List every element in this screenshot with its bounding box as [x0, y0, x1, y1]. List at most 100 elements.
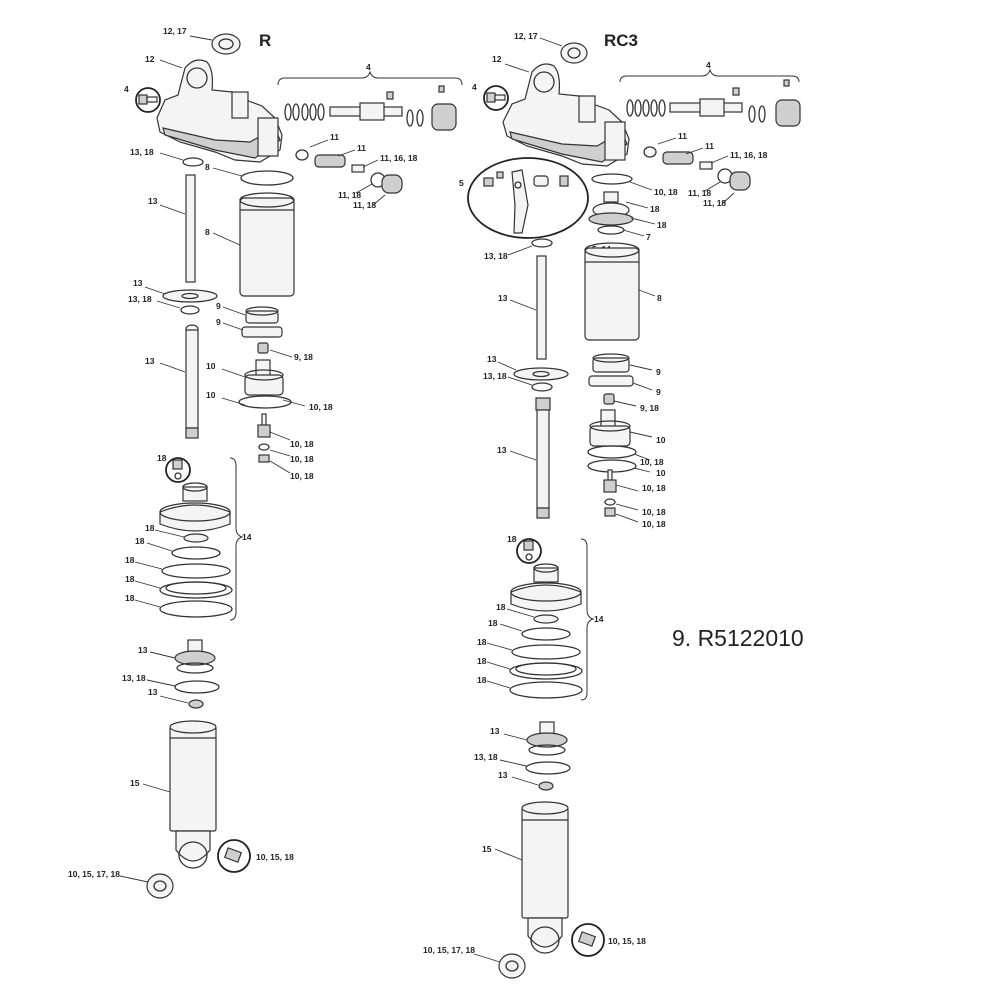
label-r-13-18a: 13, 18 — [484, 251, 508, 261]
ring-10-18-right — [587, 445, 637, 459]
seal-18-right-2 — [521, 627, 571, 641]
label-r-7: 7 — [646, 232, 651, 242]
label-r-13d: 13 — [490, 726, 500, 736]
label-l-10-18b: 10, 18 — [290, 439, 314, 449]
seal-10-18-right — [591, 173, 633, 185]
seal-18-left-3 — [161, 563, 231, 579]
seal-ring-left — [240, 170, 294, 186]
assembly-rc3: 12, 17 12 4 4 — [423, 31, 801, 979]
label-l-13-18c: 13, 18 — [122, 673, 146, 683]
o-ring-left-2 — [180, 305, 200, 315]
label-r-9a: 9 — [656, 367, 661, 377]
bushing-pin-icon-left — [223, 847, 243, 863]
label-l-4a: 4 — [124, 84, 129, 94]
seal-18-right-1 — [533, 614, 559, 624]
valve-right — [603, 469, 617, 517]
label-l-15: 15 — [130, 778, 140, 788]
bushing-bottom-left — [146, 873, 174, 899]
label-r-13e: 13 — [498, 770, 508, 780]
o-ring-right-1 — [531, 238, 553, 248]
nut-right — [538, 781, 554, 791]
damper-shaft-right — [535, 397, 551, 519]
o-ring-left-1 — [182, 157, 204, 167]
label-r-10-18b: 10, 18 — [640, 457, 664, 467]
title-r: R — [259, 31, 271, 50]
label-r-10b: 10 — [656, 468, 666, 478]
piston-parts-9-right — [588, 353, 634, 405]
bolt-icon-left — [138, 94, 158, 105]
valve-left — [257, 413, 271, 463]
compression-lever-parts — [483, 169, 569, 234]
label-r-9b: 9 — [656, 387, 661, 397]
seal-18-right-5 — [509, 681, 583, 699]
title-rc3: RC3 — [604, 31, 638, 50]
detail-circle-5 — [467, 157, 589, 239]
valve-core-icon-left — [172, 459, 183, 480]
label-l-8a: 8 — [205, 162, 210, 172]
label-l-10a: 10 — [206, 361, 216, 371]
clip-right — [525, 761, 571, 775]
bushing-top-right — [560, 42, 588, 64]
air-can-left — [239, 192, 295, 297]
label-r-13a: 13 — [498, 293, 508, 303]
seal-head-right — [526, 721, 568, 756]
label-l-9b: 9 — [216, 317, 221, 327]
label-r-10-18d: 10, 18 — [642, 507, 666, 517]
label-l-13e: 13 — [148, 687, 158, 697]
label-r-18d: 18 — [496, 602, 506, 612]
piston-10-right — [589, 409, 631, 447]
label-r-12-17: 12, 17 — [514, 31, 538, 41]
label-r-5: 5 — [459, 178, 464, 188]
washer-left — [162, 289, 218, 303]
label-r-9-18: 9, 18 — [640, 403, 659, 413]
label-l-12: 12 — [145, 54, 155, 64]
label-l-13d: 13 — [138, 645, 148, 655]
label-l-18b: 18 — [145, 523, 155, 533]
label-l-9a: 9 — [216, 301, 221, 311]
rebound-knob-parts-left — [295, 149, 403, 194]
ifp-assembly-left — [159, 482, 231, 532]
label-l-18a: 18 — [157, 453, 167, 463]
shaft-left-1 — [185, 174, 196, 283]
label-l-10-18a: 10, 18 — [309, 402, 333, 412]
label-r-10-15-17-18: 10, 15, 17, 18 — [423, 945, 475, 955]
piston-10-left — [244, 359, 284, 396]
label-l-13-18b: 13, 18 — [128, 294, 152, 304]
label-r-13c: 13 — [497, 445, 507, 455]
label-r-18b: 18 — [657, 220, 667, 230]
shock-body-cap-left — [156, 59, 283, 163]
seal-18-right-3 — [511, 644, 581, 660]
part-number-caption: 9. R5122010 — [672, 625, 804, 651]
label-l-13c: 13 — [145, 356, 155, 366]
ring-10-left — [238, 395, 292, 409]
washer-right — [513, 367, 569, 381]
bushing-pin-icon-right — [577, 931, 597, 947]
label-l-13a: 13 — [148, 196, 158, 206]
label-l-10-18d: 10, 18 — [290, 471, 314, 481]
ifp-assembly-right — [510, 563, 582, 612]
shock-body-cap-right — [502, 63, 630, 167]
label-r-18h: 18 — [477, 675, 487, 685]
rebound-knob-parts-right — [643, 146, 751, 191]
label-l-10-15-18: 10, 15, 18 — [256, 852, 294, 862]
bushing-bottom-right — [498, 953, 526, 979]
piston-parts-9-left — [241, 306, 283, 354]
label-l-4: 4 — [366, 62, 371, 72]
seal-18-left-2 — [171, 546, 221, 560]
label-r-18g: 18 — [477, 656, 487, 666]
label-l-11-16-18: 11, 16, 18 — [380, 153, 418, 163]
label-l-18f: 18 — [125, 593, 135, 603]
label-r-11b: 11 — [705, 141, 714, 151]
label-r-10-18e: 10, 18 — [642, 519, 666, 529]
label-r-11a: 11 — [678, 131, 687, 141]
label-r-15: 15 — [482, 844, 492, 854]
label-l-11-18a: 11, 18 — [338, 190, 361, 200]
label-r-18e: 18 — [488, 618, 498, 628]
label-l-10-15-17-18: 10, 15, 17, 18 — [68, 869, 120, 879]
adjuster-assembly-right — [626, 79, 801, 127]
label-r-4a: 4 — [472, 82, 477, 92]
shaft-right-1 — [536, 255, 547, 360]
label-r-13-18b: 13, 18 — [483, 371, 507, 381]
air-can-right — [584, 242, 640, 341]
label-r-8: 8 — [657, 293, 662, 303]
